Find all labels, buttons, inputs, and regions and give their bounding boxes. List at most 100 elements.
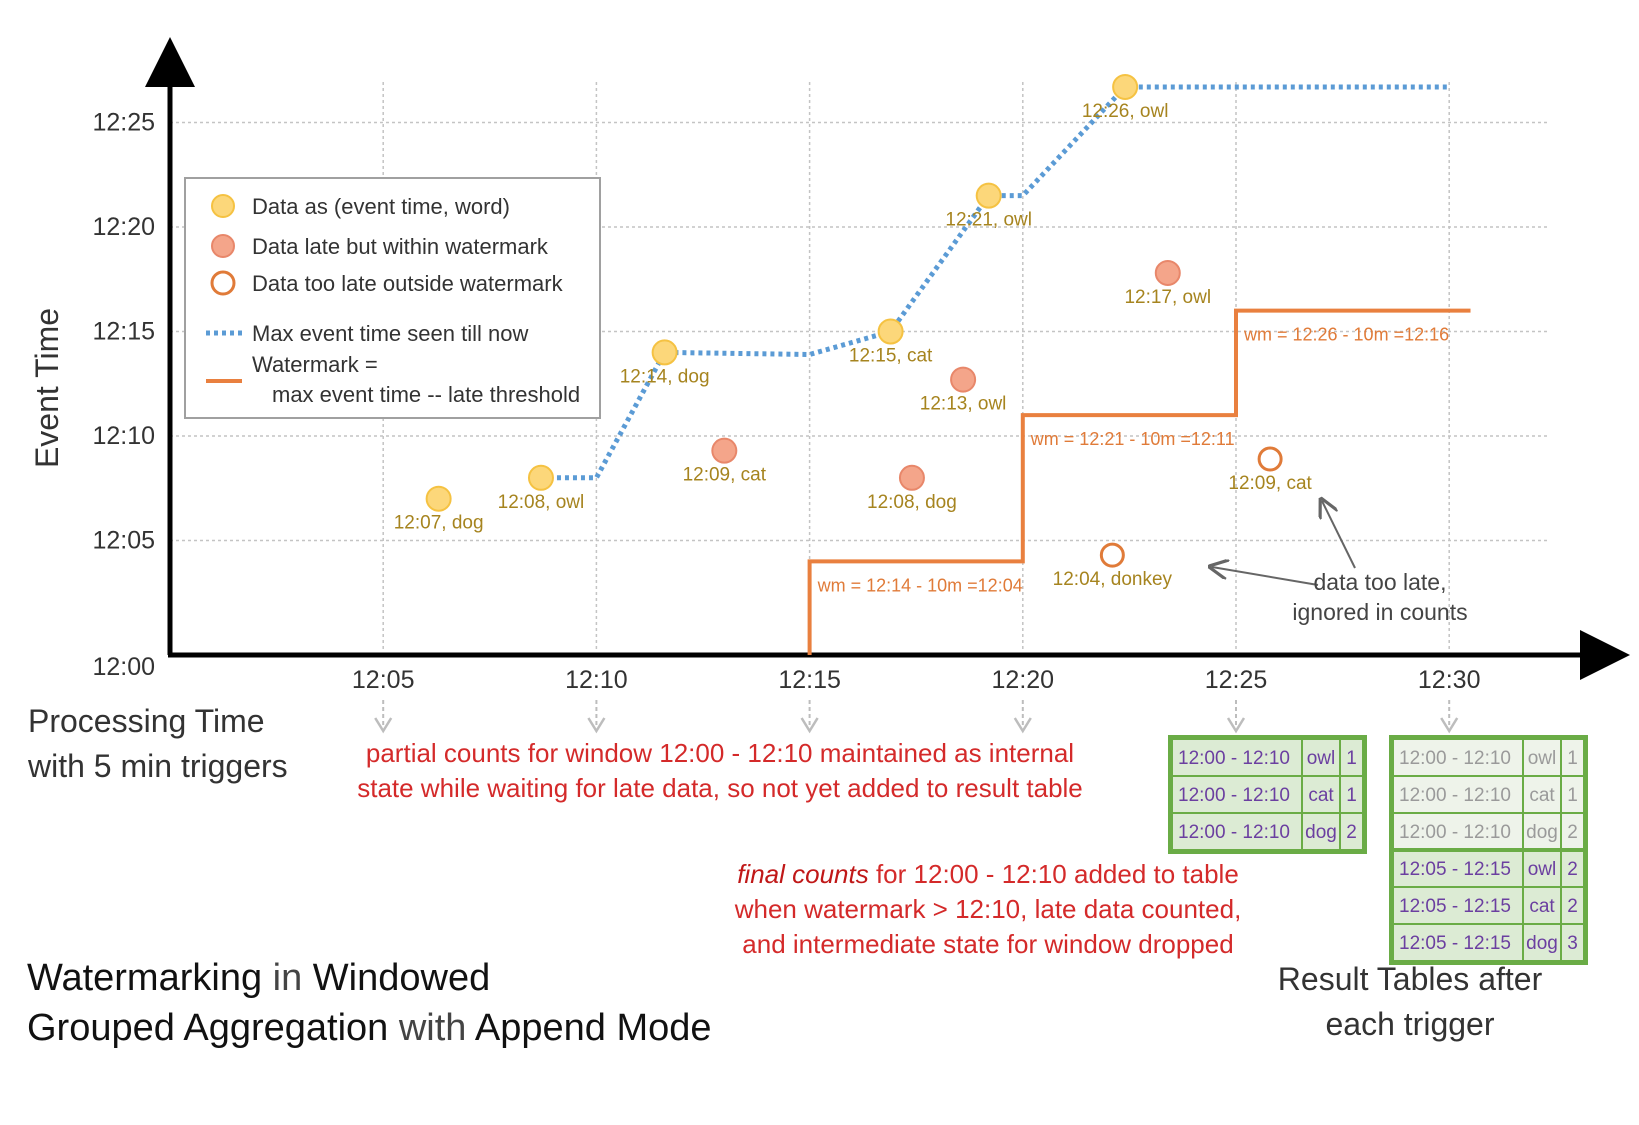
- legend-late-marker: [211, 234, 235, 258]
- point-label: 12:08, dog: [867, 492, 957, 513]
- table-row: [1392, 812, 1585, 851]
- on-time-point: [425, 485, 452, 512]
- diagram-title-line2: Grouped Aggregation with Append Mode: [27, 1007, 712, 1049]
- table-row: [1392, 738, 1585, 777]
- cell-window: 12:05 - 12:15: [1399, 933, 1511, 954]
- trigger-arrows: [374, 700, 1459, 734]
- cell-count: 1: [1346, 748, 1357, 769]
- point-label: 12:09, cat: [683, 465, 767, 486]
- title-segment: Watermarking: [27, 957, 262, 999]
- legend-too-late-marker: [210, 270, 236, 296]
- trigger-arrow-head: [1013, 717, 1032, 734]
- cell-count: 2: [1346, 822, 1357, 843]
- final-counts-emphasis: final counts: [737, 859, 869, 889]
- cell-window: 12:00 - 12:10: [1178, 822, 1290, 843]
- legend-on-time-label: Data as (event time, word): [252, 194, 510, 219]
- point-label: 12:13, owl: [920, 394, 1007, 415]
- late-point: [711, 437, 738, 464]
- final-counts-note-2: when watermark > 12:10, late data counte…: [734, 894, 1242, 924]
- cell-word: owl: [1528, 748, 1557, 769]
- result-tables-caption-2: each trigger: [1326, 1006, 1495, 1042]
- cell-word: owl: [1307, 748, 1336, 769]
- x-tick-label: 12:05: [352, 666, 415, 694]
- x-tick-label: 12:25: [1205, 666, 1268, 694]
- cell-count: 3: [1567, 933, 1578, 954]
- final-counts-rest: for 12:00 - 12:10 added to table: [869, 859, 1239, 889]
- trigger-arrow-head: [1226, 717, 1246, 734]
- x-tick-label: 12:20: [992, 666, 1055, 694]
- too-late-point: [1257, 446, 1283, 472]
- y-axis-title: Event Time: [29, 308, 65, 468]
- legend-late-label: Data late but within watermark: [252, 234, 549, 259]
- y-tick-label: 12:15: [92, 318, 155, 346]
- point-label: 12:04, donkey: [1053, 569, 1173, 590]
- x-tick-label: 12:30: [1418, 666, 1481, 694]
- final-counts-note-3: and intermediate state for window droppe…: [742, 929, 1233, 959]
- cell-count: 2: [1567, 822, 1578, 843]
- legend: Data as (event time, word) Data late but…: [184, 177, 601, 419]
- legend-box: [184, 177, 601, 419]
- title-segment: Grouped Aggregation: [27, 1007, 388, 1049]
- too-late-arrow-donkey: [1212, 567, 1319, 586]
- trigger-arrow-head: [1440, 717, 1459, 734]
- cell-window: 12:05 - 12:15: [1399, 859, 1511, 880]
- cell-word: dog: [1305, 822, 1337, 843]
- watermark-labels: wm = 12:14 - 10m =12:04 wm = 12:21 - 10m …: [817, 325, 1450, 596]
- result-table-1225: 12:00 - 12:10 owl 1 12:00 - 12:10 cat 1 12:00 …: [1168, 735, 1367, 854]
- point-label: 12:09, cat: [1228, 473, 1312, 494]
- cell-window: 12:00 - 12:10: [1178, 785, 1290, 806]
- title-segment: Windowed: [313, 957, 490, 999]
- cell-count: 1: [1567, 748, 1578, 769]
- cell-window: 12:00 - 12:10: [1178, 748, 1290, 769]
- legend-max-label: Max event time seen till now: [252, 321, 528, 346]
- point-label: 12:26, owl: [1082, 101, 1169, 122]
- x-axis-title-line2: with 5 min triggers: [27, 748, 288, 784]
- legend-watermark-label-1: Watermark =: [252, 352, 378, 377]
- too-late-arrow-cat: [1322, 501, 1356, 569]
- table-row: [1171, 738, 1364, 777]
- table-row: [1171, 775, 1364, 814]
- x-axis-title-line1: Processing Time: [28, 703, 265, 739]
- cell-word: dog: [1526, 933, 1558, 954]
- y-tick-label: 12:05: [92, 527, 155, 555]
- cell-word: cat: [1529, 785, 1555, 806]
- cell-word: owl: [1528, 859, 1557, 880]
- point-label: 12:17, owl: [1124, 287, 1211, 308]
- point-label: 12:08, owl: [498, 492, 585, 513]
- cell-word: cat: [1308, 785, 1334, 806]
- on-time-point: [877, 318, 904, 345]
- cell-word: dog: [1526, 822, 1558, 843]
- point-label: 12:07, dog: [394, 513, 484, 534]
- on-time-point: [527, 464, 554, 491]
- result-tables-caption-1: Result Tables after: [1278, 961, 1543, 997]
- cell-count: 2: [1567, 896, 1578, 917]
- too-late-point: [1099, 542, 1125, 568]
- trigger-arrow-head: [587, 717, 606, 734]
- legend-too-late-label: Data too late outside watermark: [252, 271, 564, 296]
- trigger-arrow-head: [374, 717, 393, 734]
- watermark-label: wm = 12:21 - 10m =12:11: [1030, 429, 1235, 449]
- late-point: [950, 366, 977, 393]
- x-tick-label: 12:15: [778, 666, 841, 694]
- late-point: [898, 464, 925, 491]
- on-time-point: [975, 182, 1002, 209]
- cell-window: 12:05 - 12:15: [1399, 896, 1511, 917]
- cell-count: 1: [1346, 785, 1357, 806]
- late-point: [1154, 259, 1181, 286]
- table-row: [1171, 812, 1364, 851]
- final-counts-note-1: final counts for 12:00 - 12:10 added to …: [737, 859, 1239, 889]
- watermark-line: [807, 308, 1471, 655]
- y-tick-label: 12:10: [92, 422, 155, 450]
- too-late-note-2: ignored in counts: [1292, 599, 1467, 625]
- watermark-label: wm = 12:14 - 10m =12:04: [817, 575, 1023, 595]
- partial-counts-note-1: partial counts for window 12:00 - 12:10 …: [366, 738, 1074, 768]
- title-segment: with: [388, 1007, 475, 1049]
- too-late-note-1: data too late,: [1314, 569, 1447, 595]
- table-new-rows-frame: [1389, 848, 1588, 965]
- cell-word: cat: [1529, 896, 1555, 917]
